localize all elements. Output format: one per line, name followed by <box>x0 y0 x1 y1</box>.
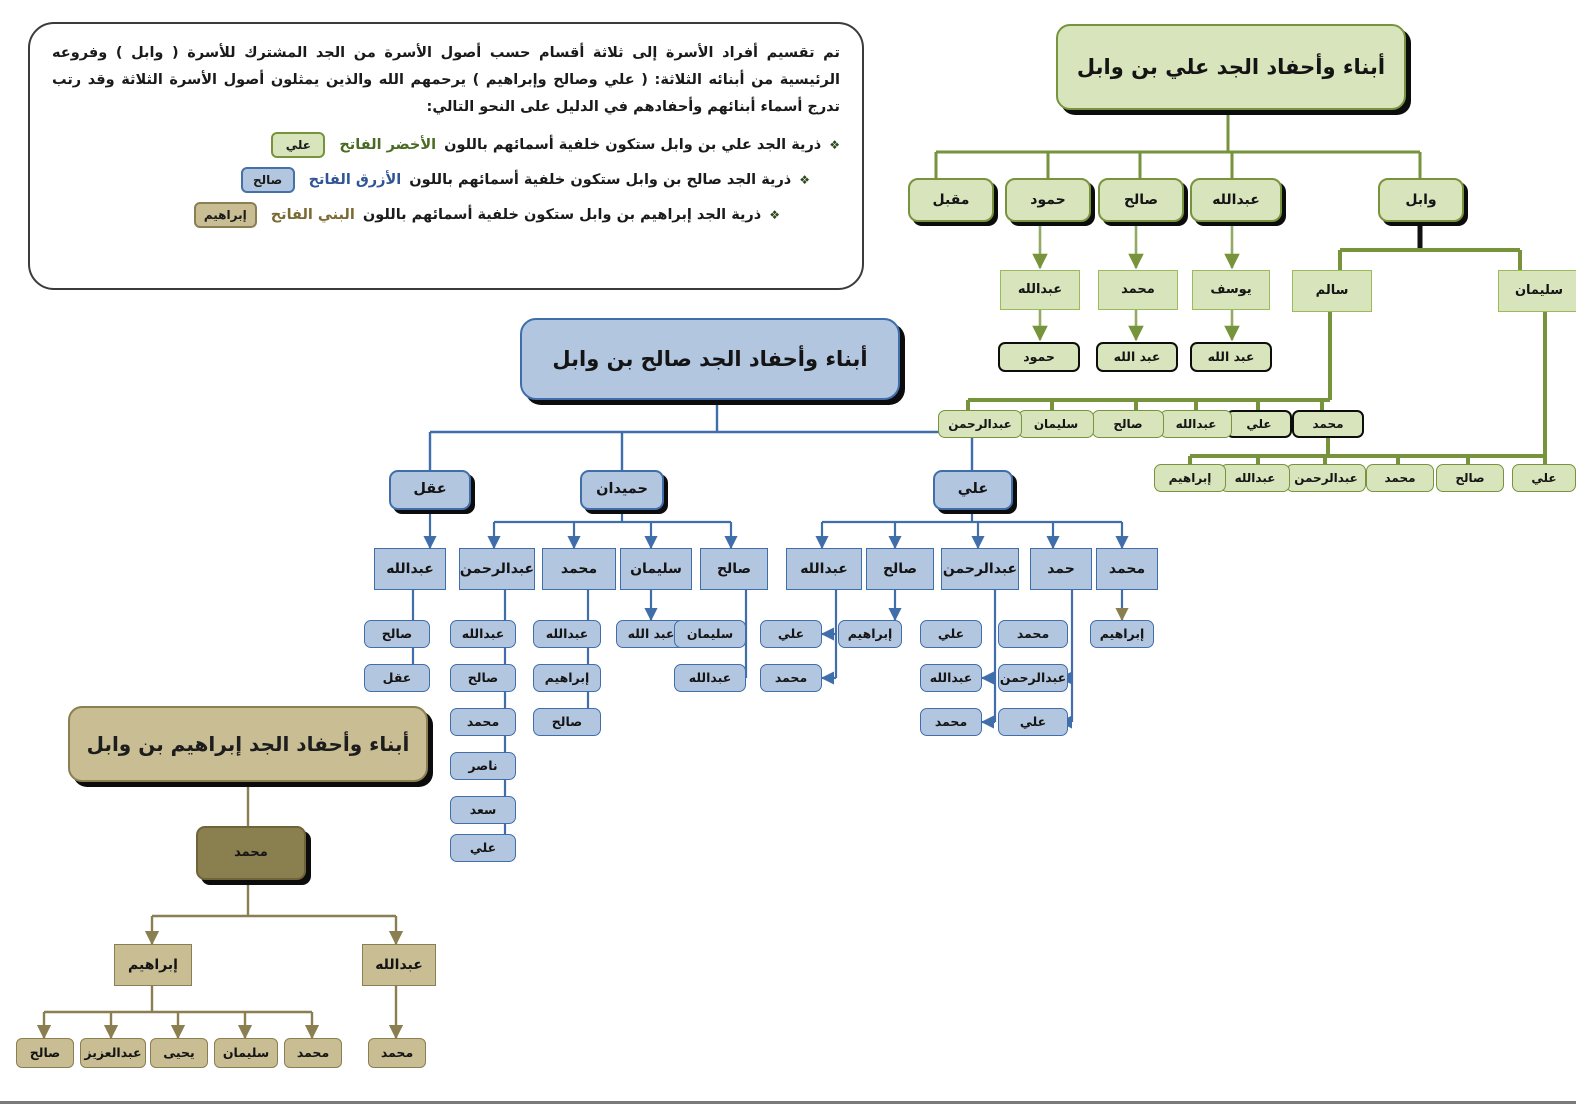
legend-intro-line3: رتب تدرج أسماء أبنائهم وأحفادهم في الدلي… <box>52 71 840 115</box>
blue-abdulrahman-son-nasser[interactable]: ناصر <box>450 752 516 780</box>
blue-ali-abdullah-son-mohammed[interactable]: محمد <box>760 664 822 692</box>
tan-son-abdullah[interactable]: عبدالله <box>362 944 436 986</box>
diamond-bullet-icon: ❖ <box>829 138 840 153</box>
blue-humaidan-son-mohammed[interactable]: محمد <box>542 548 616 590</box>
blue-humaidan-son-sulaiman[interactable]: سليمان <box>620 548 692 590</box>
legend-tan-chip: إبراهيم <box>193 202 257 229</box>
blue-ali-abdullah-son-ali[interactable]: علي <box>760 620 822 648</box>
blue-ali-hamad-son-abdulrahman[interactable]: عبدالرحمن <box>998 664 1068 692</box>
blue-mohammed-son-saleh[interactable]: صالح <box>533 708 601 736</box>
legend-green-text: ذرية الجد علي بن وابل ستكون خلفية أسمائه… <box>444 137 822 154</box>
tan-ibrahim-son-yahya[interactable]: يحيى <box>150 1038 208 1068</box>
legend-blue-chip: صالح <box>240 167 295 194</box>
blue-ali-hamad-son-ali[interactable]: علي <box>998 708 1068 736</box>
blue-ali-son-mohammed[interactable]: محمد <box>1096 548 1158 590</box>
legend-intro-line1: تم تقسيم أفراد الأسرة إلى ثلاثة أقسام حس… <box>52 45 840 61</box>
green-saleh-grandson[interactable]: عبد الله <box>1096 342 1178 372</box>
tan-ibrahim-son-abdulaziz[interactable]: عبدالعزيز <box>80 1038 146 1068</box>
blue-aqil-grandson-saleh[interactable]: صالح <box>364 620 430 648</box>
blue-ali-abdulrahman-son-ali[interactable]: علي <box>920 620 982 648</box>
legend-panel: تم تقسيم أفراد الأسرة إلى ثلاثة أقسام حس… <box>28 22 864 290</box>
green-salem-son-ali[interactable]: علي <box>1226 410 1292 438</box>
blue-ali-mohammed-son-ibrahim[interactable]: إبراهيم <box>1090 620 1154 648</box>
diamond-bullet-icon: ❖ <box>799 173 810 188</box>
tan-root-mohammed[interactable]: محمد <box>196 826 306 880</box>
legend-items: ❖ ذرية الجد علي بن وابل ستكون خلفية أسما… <box>52 132 840 229</box>
blue-child-humaidan[interactable]: حميدان <box>580 470 664 510</box>
blue-abdulrahman-son-mohammed[interactable]: محمد <box>450 708 516 736</box>
legend-green-chip: علي <box>271 132 326 159</box>
legend-tan-text: ذرية الجد إبراهيم بن وابل ستكون خلفية أس… <box>362 207 762 224</box>
green-bottom-abdulrahman[interactable]: عبدالرحمن <box>1286 464 1366 492</box>
blue-ali-son-hamad[interactable]: حمد <box>1030 548 1092 590</box>
green-wabil-son-sulaiman[interactable]: سليمان <box>1498 270 1576 312</box>
blue-abdulrahman-son-saad[interactable]: سعد <box>450 796 516 824</box>
green-bottom-mohammed[interactable]: محمد <box>1366 464 1434 492</box>
green-salem-son-sulaiman[interactable]: سليمان <box>1018 410 1094 438</box>
green-bottom-abdullah[interactable]: عبدالله <box>1220 464 1290 492</box>
blue-abdulrahman-son-ali[interactable]: علي <box>450 834 516 862</box>
blue-saleh-son-abdullah[interactable]: عبدالله <box>674 664 746 692</box>
tan-ibrahim-son-sulaiman[interactable]: سليمان <box>214 1038 278 1068</box>
blue-tree-title: أبناء وأحفاد الجد صالح بن وابل <box>520 318 900 400</box>
legend-green-color-word: الأخضر الفاتح <box>339 137 437 154</box>
legend-intro-line2a: الرئيسية من أبنائه الثلاثة: ( <box>634 71 840 88</box>
green-wabil-son-salem[interactable]: سالم <box>1292 270 1372 312</box>
legend-intro-text: تم تقسيم أفراد الأسرة إلى ثلاثة أقسام حس… <box>52 40 840 120</box>
blue-ali-son-abdulrahman[interactable]: عبدالرحمن <box>941 548 1019 590</box>
tan-son-ibrahim[interactable]: إبراهيم <box>114 944 192 986</box>
green-hamoud-son[interactable]: عبدالله <box>1000 270 1080 310</box>
legend-item-green: ❖ ذرية الجد علي بن وابل ستكون خلفية أسما… <box>52 132 840 159</box>
blue-ali-hamad-son-mohammed[interactable]: محمد <box>998 620 1068 648</box>
tan-ibrahim-son-saleh[interactable]: صالح <box>16 1038 74 1068</box>
blue-aqil-son-abdullah[interactable]: عبدالله <box>374 548 446 590</box>
tan-ibrahim-son-mohammed[interactable]: محمد <box>284 1038 342 1068</box>
tan-tree-title: أبناء وأحفاد الجد إبراهيم بن وابل <box>68 706 428 782</box>
green-salem-son-mohammed[interactable]: محمد <box>1292 410 1364 438</box>
blue-aqil-grandson-aqil[interactable]: عقل <box>364 664 430 692</box>
blue-ali-son-saleh[interactable]: صالح <box>866 548 934 590</box>
green-abdullah-grandson[interactable]: عبد الله <box>1190 342 1272 372</box>
green-child-maqbil[interactable]: مقبل <box>908 178 994 222</box>
green-child-abdullah[interactable]: عبدالله <box>1190 178 1282 222</box>
green-salem-son-abdullah[interactable]: عبدالله <box>1160 410 1232 438</box>
legend-item-tan: ❖ ذرية الجد إبراهيم بن وابل ستكون خلفية … <box>52 202 840 229</box>
green-saleh-son[interactable]: محمد <box>1098 270 1178 310</box>
green-child-saleh[interactable]: صالح <box>1098 178 1184 222</box>
green-child-hamoud[interactable]: حمود <box>1005 178 1091 222</box>
green-bottom-ali[interactable]: علي <box>1512 464 1576 492</box>
blue-child-aqil[interactable]: عقل <box>389 470 471 510</box>
green-tree-title: أبناء وأحفاد الجد علي بن وابل <box>1056 24 1406 110</box>
green-bottom-ibrahim[interactable]: إبراهيم <box>1154 464 1226 492</box>
blue-ali-saleh-son-ibrahim[interactable]: إبراهيم <box>838 620 902 648</box>
legend-item-blue: ❖ ذرية الجد صالح بن وابل ستكون خلفية أسم… <box>52 167 840 194</box>
blue-abdulrahman-son-saleh[interactable]: صالح <box>450 664 516 692</box>
blue-humaidan-son-abdulrahman[interactable]: عبدالرحمن <box>459 548 535 590</box>
green-salem-son-saleh[interactable]: صالح <box>1092 410 1164 438</box>
green-bottom-saleh[interactable]: صالح <box>1436 464 1504 492</box>
blue-ali-abdulrahman-son-mohammed[interactable]: محمد <box>920 708 982 736</box>
blue-mohammed-son-ibrahim[interactable]: إبراهيم <box>533 664 601 692</box>
blue-mohammed-son-abdullah[interactable]: عبدالله <box>533 620 601 648</box>
blue-humaidan-son-saleh[interactable]: صالح <box>700 548 768 590</box>
diamond-bullet-icon: ❖ <box>769 208 780 223</box>
blue-saleh-son-sulaiman[interactable]: سليمان <box>674 620 746 648</box>
blue-abdulrahman-son-abdullah[interactable]: عبدالله <box>450 620 516 648</box>
green-abdullah-son[interactable]: يوسف <box>1192 270 1270 310</box>
blue-ali-son-abdullah[interactable]: عبدالله <box>786 548 862 590</box>
green-salem-son-abdulrahman[interactable]: عبدالرحمن <box>938 410 1022 438</box>
green-hamoud-grandson[interactable]: حمود <box>998 342 1080 372</box>
blue-child-ali[interactable]: علي <box>933 470 1013 510</box>
legend-intro-line2c: ) يرحمهم الله والذين يمثلون أصول الأسرة … <box>87 71 486 88</box>
legend-blue-color-word: الأزرق الفاتح <box>308 172 402 189</box>
blue-ali-abdulrahman-son-abdullah[interactable]: عبدالله <box>920 664 982 692</box>
tan-abdullah-son-mohammed[interactable]: محمد <box>368 1038 426 1068</box>
legend-intro-bold: علي وصالح وإبراهيم <box>485 71 635 88</box>
green-child-wabil[interactable]: وابل <box>1378 178 1464 222</box>
legend-tan-color-word: البني الفاتح <box>270 207 355 224</box>
legend-blue-text: ذرية الجد صالح بن وابل ستكون خلفية أسمائ… <box>409 172 792 189</box>
